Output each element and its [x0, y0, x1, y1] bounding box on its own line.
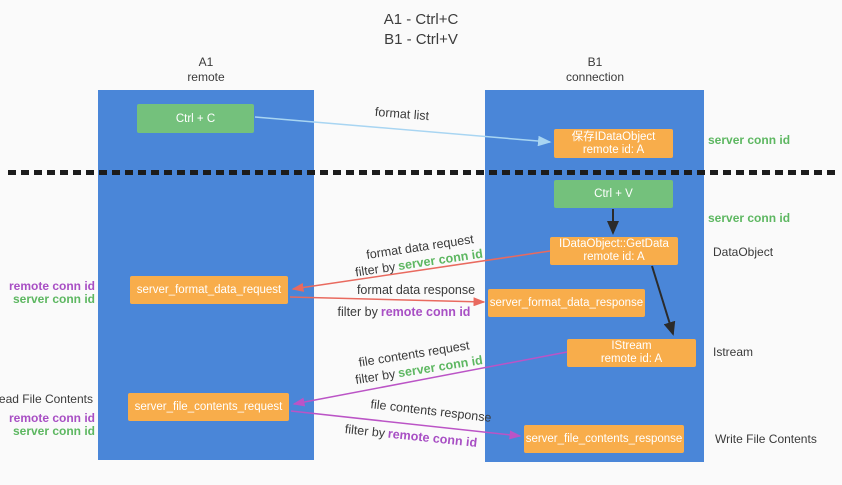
save-dataobject-line2: remote id: A [582, 143, 645, 156]
server-file-contents-request-node: server_file_contents_request [128, 393, 289, 421]
server-format-data-response-label: server_format_data_response [489, 297, 644, 309]
right-server-conn-id-label-2: server conn id [708, 211, 791, 225]
file-contents-response-label: file contents response [369, 397, 493, 425]
format-data-response-label: format data response [356, 283, 476, 297]
right-server-conn-id-label-1: server conn id [708, 133, 791, 147]
format-list-label: format list [374, 104, 430, 124]
column-a1-role: remote [187, 70, 225, 84]
istream-line1: IStream [611, 340, 652, 352]
left-remote-conn-id-label-1: remote conn id [8, 279, 95, 293]
format-data-response-arrow [289, 296, 486, 307]
title-line-1: A1 - Ctrl+C [383, 11, 459, 28]
dataobject-label: DataObject [713, 245, 774, 259]
ctrl-v-label: Ctrl + V [594, 188, 633, 200]
filter-by-text: filter by [354, 366, 397, 387]
server-file-contents-response-label: server_file_contents_response [525, 433, 683, 445]
getdata-line1: IDataObject::GetData [559, 238, 669, 250]
column-header-b1: B1 connection [525, 55, 665, 85]
column-header-a1: A1 remote [136, 55, 276, 85]
server-file-contents-response-node: server_file_contents_response [524, 425, 684, 453]
ctrl-c-label: Ctrl + C [175, 112, 216, 125]
save-dataobject-line1: 保存IDataObject [571, 130, 656, 143]
getdata-node: IDataObject::GetData remote id: A [550, 237, 678, 265]
column-b1-name: B1 [587, 55, 603, 69]
column-a1-name: A1 [198, 55, 214, 69]
getdata-line2: remote id: A [583, 251, 645, 263]
istream-line2: remote id: A [600, 353, 663, 365]
remote-conn-id-text: remote conn id [387, 426, 478, 450]
left-remote-conn-id-label-2: remote conn id [8, 411, 95, 425]
server-format-data-request-node: server_format_data_request [130, 276, 288, 304]
dotted-separator [8, 170, 836, 175]
title-line-2: B1 - Ctrl+V [384, 31, 458, 48]
read-file-contents-label: Read File Contents [0, 392, 93, 406]
server-file-contents-request-label: server_file_contents_request [134, 401, 283, 413]
remote-conn-id-text: remote conn id [380, 305, 471, 319]
write-file-contents-label: Write File Contents [715, 432, 817, 446]
server-format-data-request-label: server_format_data_request [136, 284, 282, 296]
ctrl-c-node: Ctrl + C [137, 104, 254, 133]
filter-by-text: filter by [337, 305, 378, 319]
save-dataobject-node: 保存IDataObject remote id: A [554, 129, 673, 158]
filter-by-text: filter by [344, 422, 386, 441]
left-server-conn-id-label-1: server conn id [12, 292, 95, 306]
diagram-title: A1 - Ctrl+C B1 - Ctrl+V [0, 10, 842, 50]
ctrl-v-node: Ctrl + V [554, 180, 673, 208]
filter-by-text: filter by [354, 259, 397, 280]
istream-node: IStream remote id: A [567, 339, 696, 367]
left-server-conn-id-label-2: server conn id [12, 424, 95, 438]
column-b1-role: connection [565, 70, 625, 84]
server-format-data-response-node: server_format_data_response [488, 289, 645, 317]
istream-label: Istream [713, 345, 754, 359]
